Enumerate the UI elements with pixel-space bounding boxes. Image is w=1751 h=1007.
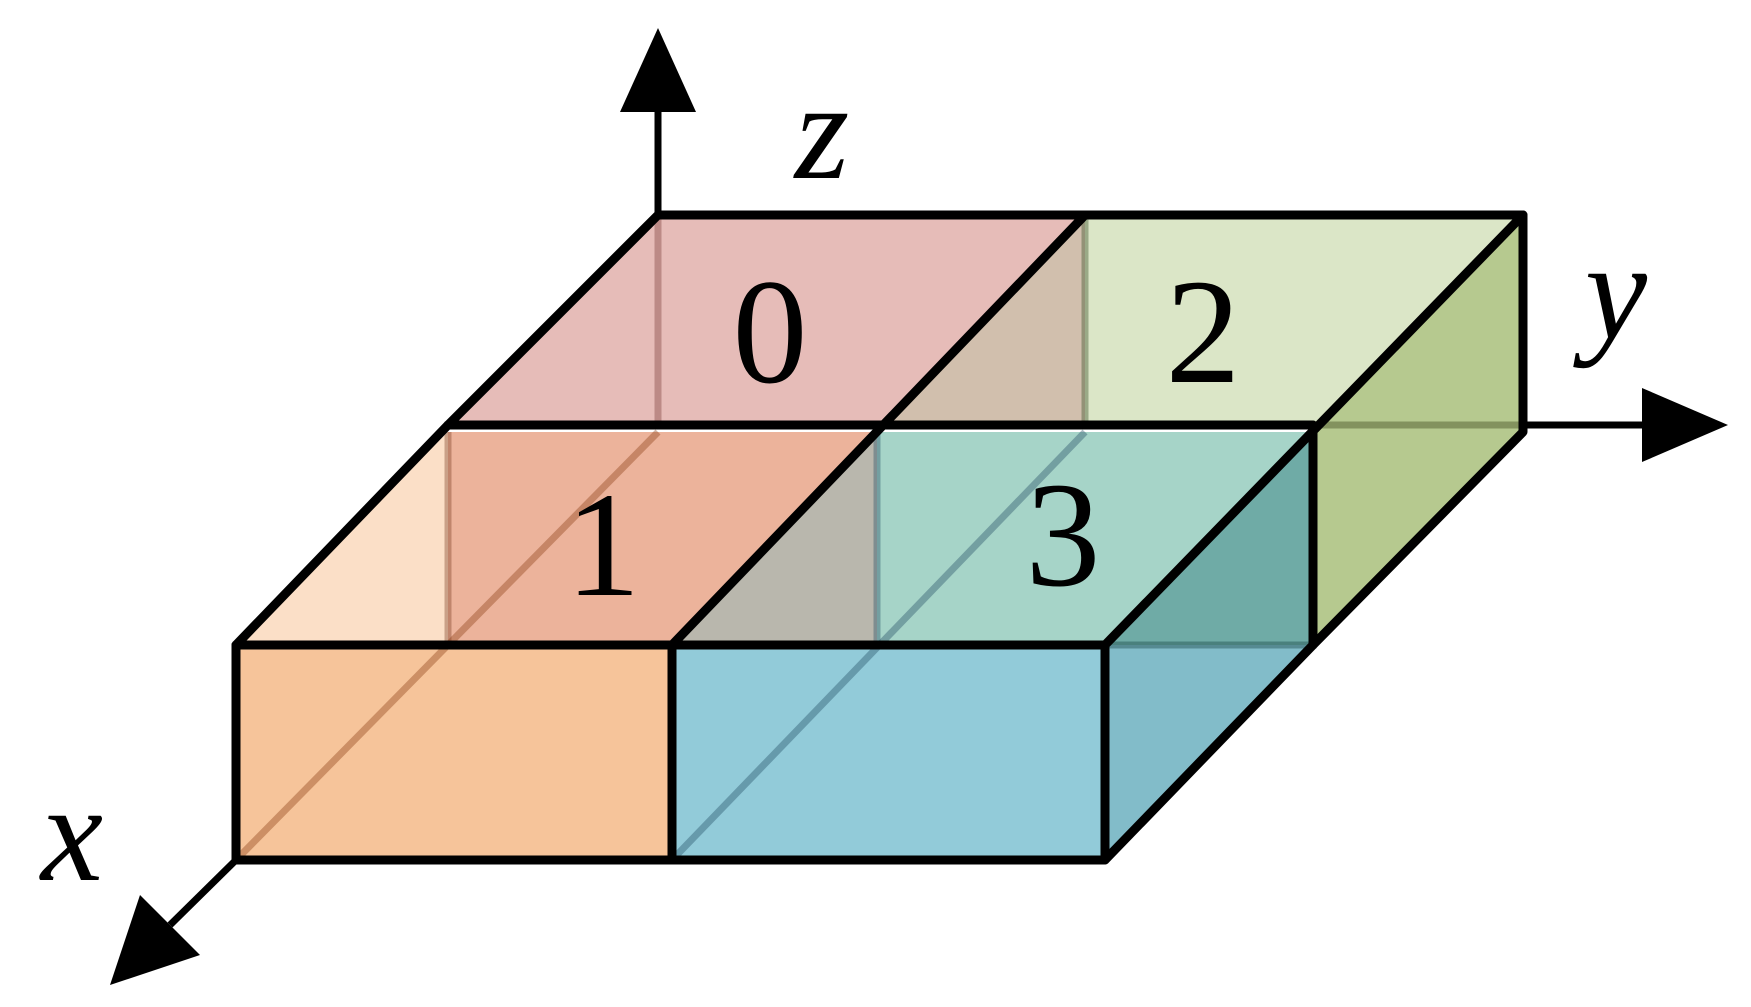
front-left-face [236, 645, 672, 860]
y-arrow-icon [1642, 388, 1728, 462]
edge [443, 210, 663, 430]
edge [667, 210, 1090, 650]
x-axis-line [167, 857, 239, 928]
cell-1-label: 1 [566, 462, 641, 628]
edge [231, 420, 453, 650]
cell-3-label: 3 [1026, 452, 1101, 618]
x-axis-label: x [39, 756, 103, 911]
top-outline [653, 210, 1528, 650]
x-axis: x [39, 756, 239, 985]
z-axis: z [620, 28, 849, 215]
cell-2-label: 2 [1166, 249, 1241, 415]
x-arrow-icon [110, 895, 200, 985]
z-axis-label: z [793, 54, 849, 209]
cell-labels: 0 2 1 3 [566, 249, 1241, 628]
y-axis: y [1523, 214, 1728, 462]
front-right-face [672, 645, 1105, 860]
edge [1100, 640, 1318, 865]
y-axis-label: y [1573, 214, 1648, 369]
visible-edges [231, 210, 1528, 865]
cell-2-right-face [1313, 215, 1523, 645]
cell-1-top-face [448, 432, 877, 645]
cell-0-label: 0 [733, 249, 808, 415]
z-arrow-icon [620, 28, 696, 112]
